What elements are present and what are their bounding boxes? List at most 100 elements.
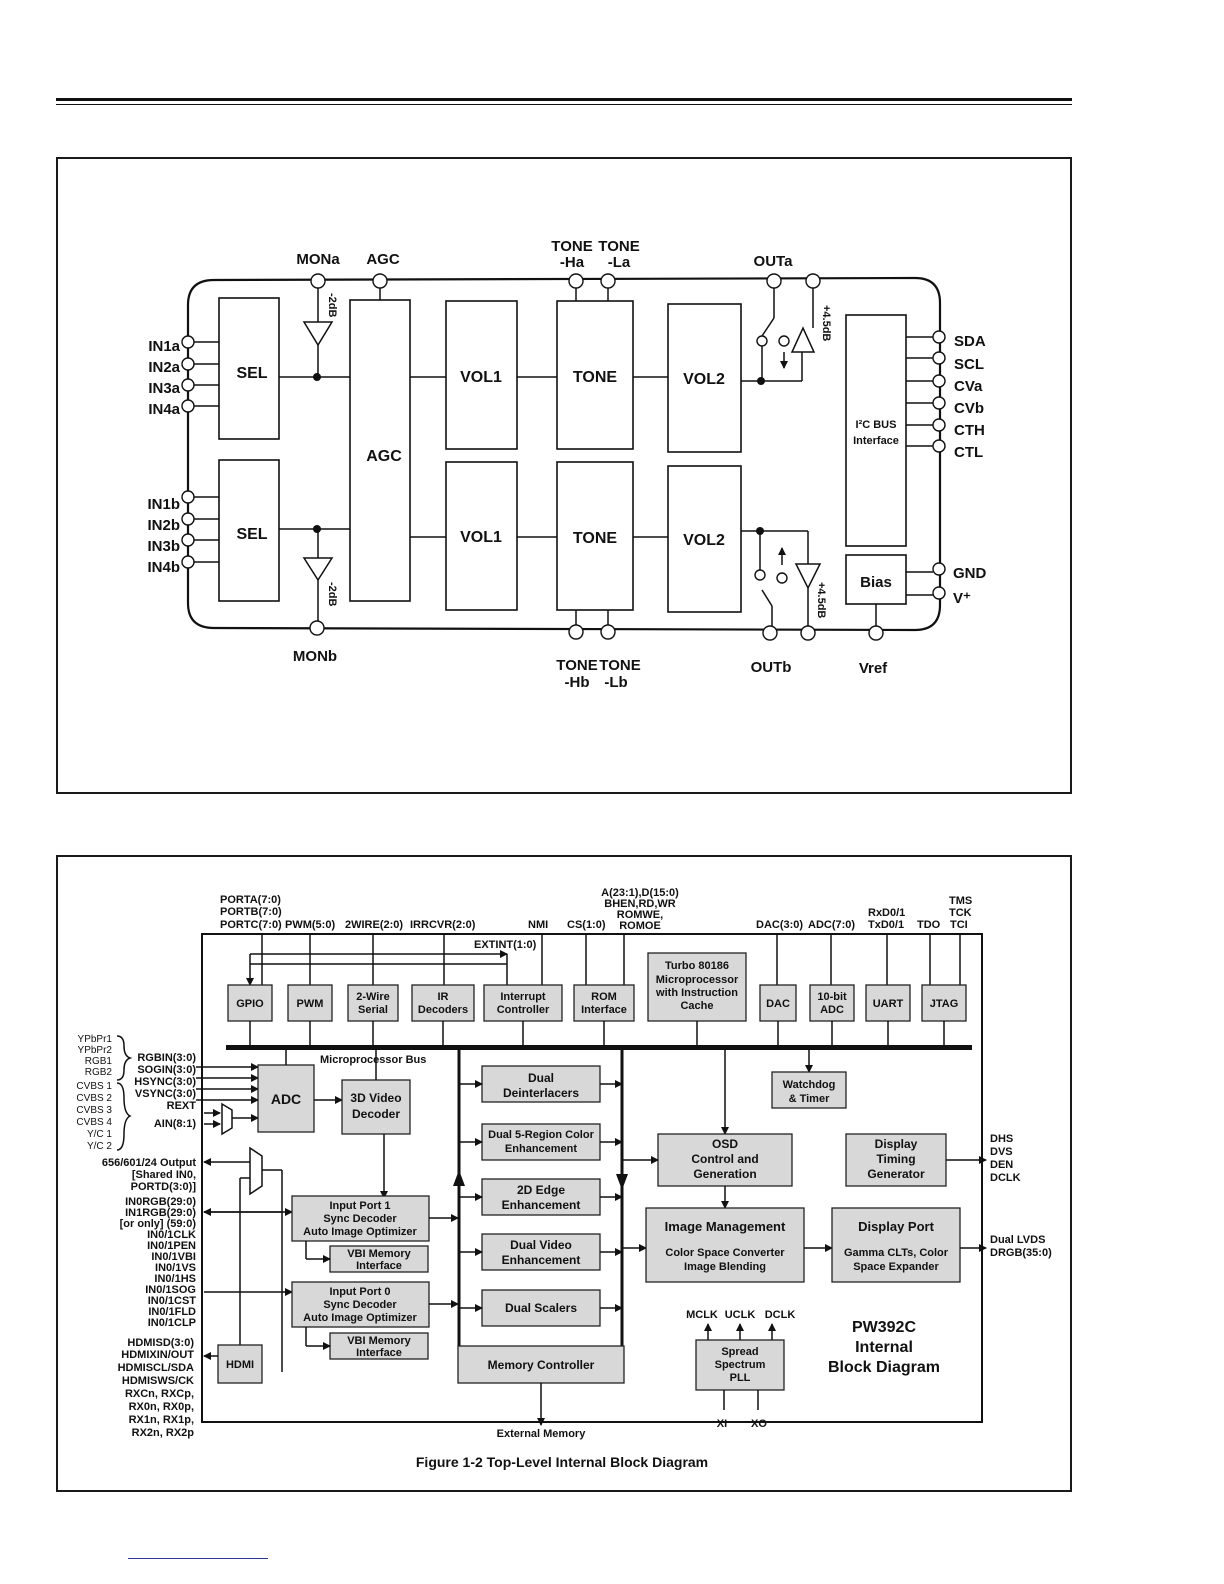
image-management-label-1: Image Management bbox=[665, 1219, 786, 1234]
pll-block bbox=[695, 1339, 785, 1391]
svg-text:IN0RGB(29:0): IN0RGB(29:0) bbox=[125, 1196, 196, 1208]
watchdog-block bbox=[771, 1071, 847, 1109]
extint-label: EXTINT(1:0) bbox=[474, 939, 537, 951]
osd-label-2: Control and bbox=[691, 1152, 758, 1166]
microprocessor-bus bbox=[226, 1045, 972, 1050]
external-memory-label: External Memory bbox=[497, 1428, 587, 1440]
cpu-label-1: Turbo 80186 bbox=[665, 960, 729, 972]
edge-enhancement-label-1: 2D Edge bbox=[517, 1183, 565, 1197]
rom-label-1: ROM bbox=[591, 991, 617, 1003]
input-port-1-label-1: Input Port 1 bbox=[329, 1200, 390, 1212]
vol2-block-a bbox=[667, 303, 742, 453]
edge-enhancement-label-2: Enhancement bbox=[502, 1198, 581, 1212]
vol2-block-b bbox=[667, 465, 742, 613]
svg-text:IN0/1VS: IN0/1VS bbox=[155, 1262, 196, 1274]
svg-text:HSYNC(3:0): HSYNC(3:0) bbox=[134, 1076, 196, 1088]
svg-text:HDMISCL/SDA: HDMISCL/SDA bbox=[118, 1362, 194, 1374]
figure-caption: Figure 1-2 Top-Level Internal Block Diag… bbox=[416, 1454, 708, 1470]
chip-title-2: Internal bbox=[855, 1339, 913, 1356]
chain-arrows bbox=[459, 1080, 623, 1312]
dual-deinterlacers-label-2: Deinterlacers bbox=[503, 1086, 579, 1100]
mon-buffer-a bbox=[302, 321, 334, 347]
pin-vref bbox=[868, 625, 884, 641]
vbi-memory-0-label-1: VBI Memory bbox=[347, 1335, 411, 1347]
tone-block-a bbox=[556, 300, 634, 450]
mclk-label: MCLK bbox=[686, 1309, 718, 1321]
image-management-block bbox=[645, 1207, 805, 1283]
pin-monb bbox=[309, 620, 325, 636]
ir-label-2: Decoders bbox=[418, 1004, 468, 1016]
gain-mon-a: -2dB bbox=[326, 293, 338, 318]
addr-label-3: ROMWE, bbox=[617, 909, 663, 921]
gpio-block bbox=[227, 984, 273, 1022]
bus-connectors bbox=[249, 1021, 945, 1045]
i2c-block bbox=[845, 314, 907, 547]
sel-b-label: SEL bbox=[236, 526, 267, 543]
dclk-pll-label: DCLK bbox=[765, 1309, 796, 1321]
display-timing-label-2: Timing bbox=[876, 1152, 915, 1166]
tone-ha-sub: -Ha bbox=[560, 254, 585, 271]
edge-enhancement-block bbox=[481, 1178, 601, 1216]
watchdog-label-2: & Timer bbox=[789, 1093, 830, 1105]
display-timing-label-1: Display bbox=[875, 1137, 918, 1151]
pw392c-outline bbox=[201, 933, 983, 1423]
svg-text:RGB1: RGB1 bbox=[85, 1056, 113, 1067]
hdmi-block bbox=[217, 1344, 263, 1384]
interrupt-label-1: Interrupt bbox=[500, 991, 546, 1003]
gpio-label: GPIO bbox=[236, 998, 264, 1010]
adc10-block bbox=[809, 984, 855, 1022]
bias-label: Bias bbox=[860, 574, 892, 591]
vref-label: Vref bbox=[859, 660, 888, 677]
in4b-label: IN4b bbox=[147, 559, 180, 576]
dual-5region-label-1: Dual 5-Region Color bbox=[488, 1129, 594, 1141]
rx-label: RxD0/1 bbox=[868, 907, 905, 919]
svg-text:RX1n, RX1p,: RX1n, RX1p, bbox=[129, 1414, 194, 1426]
tone-ha-label: TONE bbox=[551, 238, 592, 255]
jtag-label: JTAG bbox=[930, 998, 959, 1010]
portc-label: PORTC(7:0) bbox=[220, 919, 282, 931]
svg-text:IN0/1CLK: IN0/1CLK bbox=[147, 1229, 196, 1241]
in4a-label: IN4a bbox=[148, 401, 180, 418]
chip-title-1: PW392C bbox=[852, 1319, 916, 1336]
mona-label: MONa bbox=[296, 251, 340, 268]
vbi-memory-0-block bbox=[329, 1332, 429, 1360]
uclk-label: UCLK bbox=[725, 1309, 756, 1321]
tone-lb-sub: -Lb bbox=[604, 674, 627, 691]
inputs-a: IN1a IN2a IN3a IN4a bbox=[148, 335, 219, 418]
ain-label: AIN(8:1) bbox=[154, 1118, 197, 1130]
ir-label-1: IR bbox=[438, 991, 449, 1003]
mon-buffer-b bbox=[302, 557, 334, 582]
svg-text:IN0/1FLD: IN0/1FLD bbox=[148, 1306, 196, 1318]
gain-out-b: +4.5dB bbox=[815, 582, 827, 618]
dual-scalers-label: Dual Scalers bbox=[505, 1301, 577, 1315]
nmi-label: NMI bbox=[528, 919, 548, 931]
uart-block bbox=[865, 984, 911, 1022]
tone-hb-label: TONE bbox=[556, 657, 597, 674]
interrupt-label-2: Controller bbox=[497, 1004, 550, 1016]
portb-label: PORTB(7:0) bbox=[220, 906, 282, 918]
pwm-block bbox=[287, 984, 333, 1022]
left-inputs-1: YPbPr1 YPbPr2 RGB1 RGB2 CVBS 1 CVBS 2 CV… bbox=[76, 1034, 196, 1152]
inputs-b: IN1b IN2b IN3b IN4b bbox=[147, 490, 219, 576]
header-rule-thick bbox=[56, 98, 1072, 101]
two-wire-label-2: Serial bbox=[358, 1004, 388, 1016]
watchdog-label-1: Watchdog bbox=[783, 1079, 836, 1091]
vol1-block-a bbox=[445, 300, 518, 450]
video-decoder-label-2: Decoder bbox=[352, 1107, 400, 1121]
bus-label: Microprocessor Bus bbox=[320, 1054, 426, 1066]
out-buffer-b bbox=[794, 563, 822, 590]
ain-mux bbox=[221, 1102, 233, 1136]
adc10-label-2: ADC bbox=[820, 1004, 844, 1016]
dclk-out-label: DCLK bbox=[990, 1172, 1021, 1184]
in1a-label: IN1a bbox=[148, 338, 180, 355]
dac-block bbox=[759, 984, 797, 1022]
tone-lb-label: TONE bbox=[599, 657, 640, 674]
outb-label: OUTb bbox=[751, 659, 792, 676]
cth-label: CTH bbox=[954, 422, 985, 439]
lvds-label-1: Dual LVDS bbox=[990, 1234, 1045, 1246]
video-block-diagram: PORTA(7:0) PORTB(7:0) PORTC(7:0) PWM(5:0… bbox=[76, 887, 1052, 1470]
sel-a-label: SEL bbox=[236, 365, 267, 382]
i2c-label-2: Interface bbox=[853, 435, 899, 447]
output-mux bbox=[249, 1146, 263, 1196]
